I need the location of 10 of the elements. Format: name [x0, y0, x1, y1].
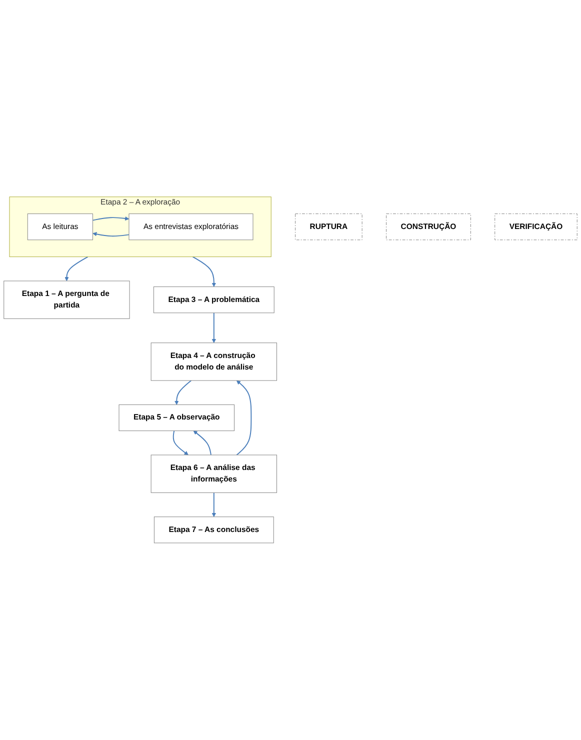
arrow [92, 232, 130, 237]
arrow [174, 380, 192, 405]
arrow [64, 256, 88, 282]
arrow [172, 430, 188, 456]
arrow [193, 430, 212, 456]
arrow [212, 312, 216, 344]
arrow [212, 492, 216, 518]
arrow [236, 380, 252, 456]
arrow [92, 216, 130, 221]
arrow [192, 256, 216, 288]
